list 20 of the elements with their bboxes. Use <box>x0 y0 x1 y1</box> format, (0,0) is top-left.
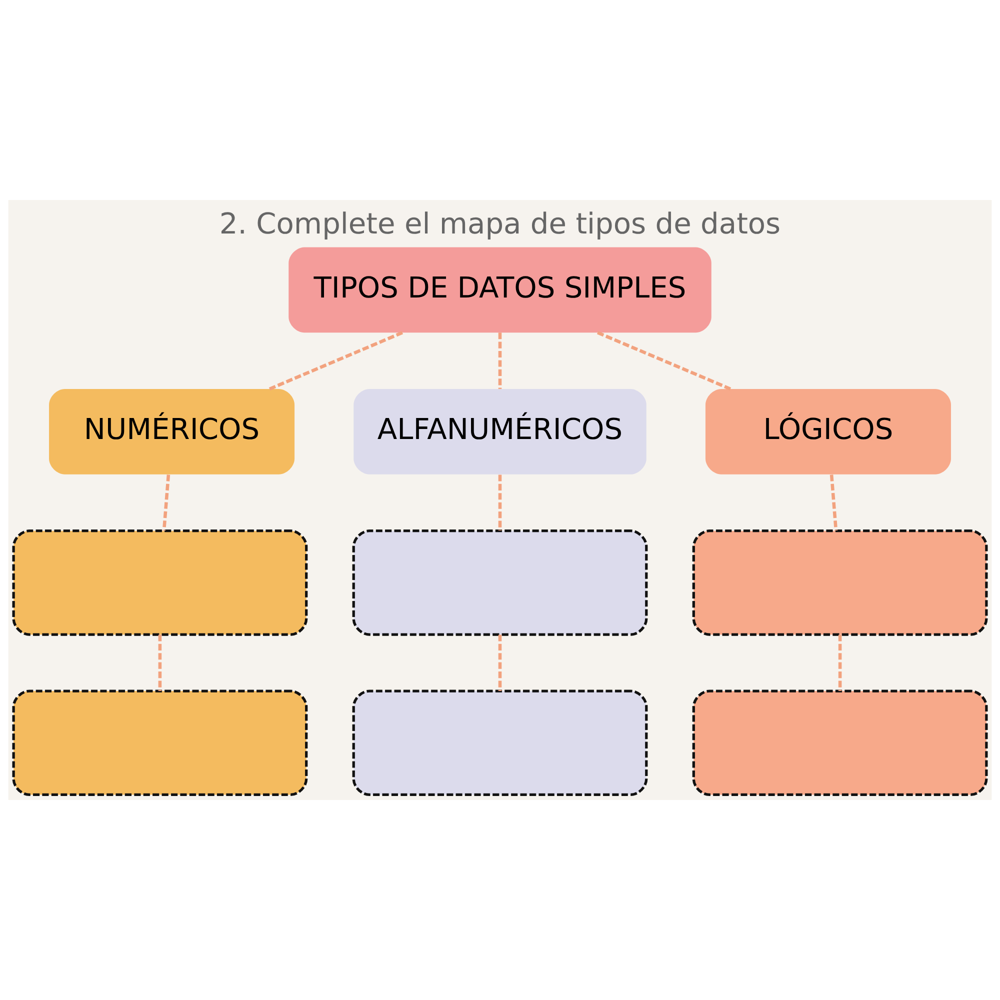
node-box <box>12 690 308 796</box>
connector <box>162 474 170 531</box>
connector <box>498 634 502 691</box>
node-box <box>12 530 308 636</box>
node-box <box>692 690 988 796</box>
connector <box>838 634 842 691</box>
connector <box>830 474 838 531</box>
connector <box>268 331 404 390</box>
connector <box>498 474 502 530</box>
node-box <box>692 530 988 636</box>
connector <box>498 332 502 389</box>
node-box: LÓGICOS <box>705 389 951 474</box>
node-box: TIPOS DE DATOS SIMPLES <box>288 247 712 333</box>
node-box <box>352 530 648 636</box>
connector <box>158 634 162 691</box>
node-box <box>352 690 648 796</box>
connector <box>596 331 732 390</box>
diagram-title: 2. Complete el mapa de tipos de datos <box>219 206 781 241</box>
node-box: ALFANUMÉRICOS <box>354 389 646 474</box>
node-box: NUMÉRICOS <box>49 389 295 474</box>
